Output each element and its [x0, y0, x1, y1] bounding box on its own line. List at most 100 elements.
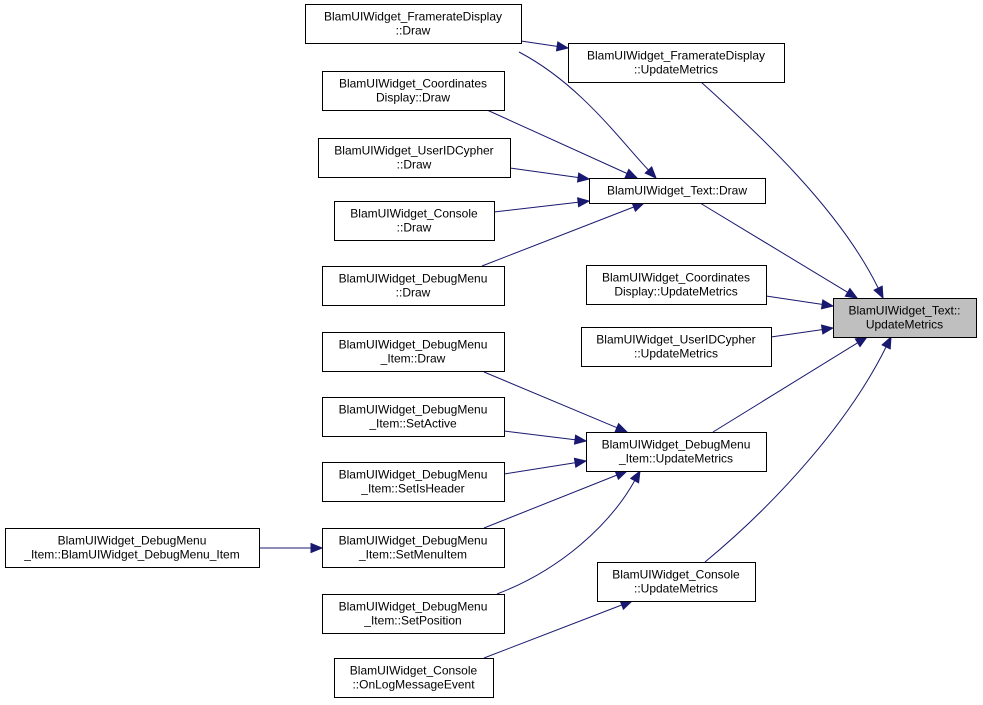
node-dmi-update[interactable]: BlamUIWidget_DebugMenu_Item::UpdateMetri…: [586, 432, 767, 472]
nodes-layer: BlamUIWidget_Text::UpdateMetricsBlamUIWi…: [5, 4, 977, 698]
arrow-head: [576, 172, 591, 183]
edge-line: [483, 474, 617, 529]
node-label-line: _Item::SetIsHeader: [360, 482, 464, 496]
node-label-line: ::UpdateMetrics: [634, 63, 718, 77]
edge-console_onlog-to-console_update: [483, 600, 634, 659]
node-label-line: Display::Draw: [376, 91, 450, 105]
node-label-line: _Item::SetPosition: [363, 614, 461, 628]
node-fr-draw[interactable]: BlamUIWidget_FramerateDisplay::Draw: [305, 4, 522, 44]
node-console-draw[interactable]: BlamUIWidget_Console::Draw: [334, 201, 495, 241]
node-label-line: BlamUIWidget_UserIDCypher: [596, 333, 755, 347]
edge-line: [712, 342, 858, 433]
node-box: [322, 266, 505, 306]
node-console-update[interactable]: BlamUIWidget_Console::UpdateMetrics: [597, 562, 756, 602]
edge-line: [765, 295, 823, 305]
node-label-line: BlamUIWidget_DebugMenu: [602, 438, 751, 452]
node-box: [334, 201, 495, 241]
node-label-line: ::Draw: [397, 221, 432, 235]
node-box: [586, 432, 767, 472]
edge-line: [483, 604, 622, 659]
node-box: [589, 178, 766, 204]
edge-uid_draw-to-text_draw: [509, 167, 591, 183]
node-console-onlog[interactable]: BlamUIWidget_Console::OnLogMessageEvent: [334, 658, 494, 698]
node-label-line: BlamUIWidget_Text::: [848, 304, 960, 318]
node-label-line: ::Draw: [396, 286, 431, 300]
arrow-head: [873, 285, 884, 300]
node-box: [568, 43, 785, 83]
node-dmi-ctor[interactable]: BlamUIWidget_DebugMenu_Item::BlamUIWidge…: [5, 528, 260, 568]
arrow-head: [573, 457, 588, 469]
node-box: [322, 397, 505, 437]
node-label-line: BlamUIWidget_DebugMenu: [339, 600, 488, 614]
edge-dmi_ctor-to-dmi_setmenuitem: [259, 542, 324, 554]
edge-line: [770, 329, 823, 338]
arrow-head: [844, 287, 859, 299]
node-label-line: Display::UpdateMetrics: [614, 285, 737, 299]
edge-text_draw-to-text_update: [699, 202, 859, 299]
node-box: [597, 562, 756, 602]
edge-line: [503, 462, 576, 475]
node-dm-draw[interactable]: BlamUIWidget_DebugMenu::Draw: [322, 266, 505, 306]
node-label-line: BlamUIWidget_DebugMenu: [339, 468, 488, 482]
node-label-line: BlamUIWidget_DebugMenu: [58, 534, 207, 548]
node-box: [322, 594, 505, 634]
arrow-head: [555, 41, 570, 52]
edge-line: [520, 40, 558, 47]
node-label-line: BlamUIWidget_DebugMenu: [339, 272, 488, 286]
node-box: [586, 265, 767, 305]
node-label-line: BlamUIWidget_FramerateDisplay: [587, 49, 765, 63]
node-box: [322, 528, 505, 568]
arrow-head: [854, 336, 869, 348]
node-dmi-setactive[interactable]: BlamUIWidget_DebugMenu_Item::SetActive: [322, 397, 505, 437]
arrow-head: [644, 166, 657, 179]
edge-fr_draw-to-fr_update: [520, 40, 570, 52]
node-box: [5, 528, 260, 568]
node-text-update[interactable]: BlamUIWidget_Text::UpdateMetrics: [833, 298, 977, 338]
node-text-draw[interactable]: BlamUIWidget_Text::Draw: [589, 178, 766, 204]
edge-line: [493, 201, 579, 213]
node-box: [581, 327, 772, 367]
node-box: [322, 332, 505, 372]
edge-console_draw-to-text_draw: [493, 197, 591, 213]
node-label-line: BlamUIWidget_DebugMenu: [339, 338, 488, 352]
edge-dmi_draw-to-dmi_update: [483, 371, 629, 433]
node-label-line: _Item::BlamUIWidget_DebugMenu_Item: [23, 548, 239, 562]
node-label-line: _Item::SetActive: [368, 417, 457, 431]
node-box: [305, 4, 522, 44]
node-uid-update[interactable]: BlamUIWidget_UserIDCypher::UpdateMetrics: [581, 327, 772, 367]
arrow-head: [614, 470, 629, 481]
node-label-line: ::OnLogMessageEvent: [352, 678, 475, 692]
arrow-head: [577, 197, 591, 208]
node-label-line: ::UpdateMetrics: [634, 347, 718, 361]
node-dmi-setisheader[interactable]: BlamUIWidget_DebugMenu_Item::SetIsHeader: [322, 462, 505, 502]
arrow-head: [573, 434, 588, 445]
node-label-line: BlamUIWidget_Coordinates: [602, 271, 750, 285]
edge-fr_draw-to-text_draw: [518, 51, 657, 179]
edge-line: [509, 167, 579, 178]
node-label-line: BlamUIWidget_DebugMenu: [339, 534, 488, 548]
node-fr-update[interactable]: BlamUIWidget_FramerateDisplay::UpdateMet…: [568, 43, 785, 83]
arrow-head: [310, 542, 324, 554]
edge-dmi_setactive-to-dmi_update: [503, 430, 588, 445]
node-uid-draw[interactable]: BlamUIWidget_UserIDCypher::Draw: [318, 138, 511, 178]
node-label-line: BlamUIWidget_Console: [612, 568, 740, 582]
edge-line: [483, 371, 618, 429]
arrow-head: [881, 335, 892, 350]
node-coord-update[interactable]: BlamUIWidget_CoordinatesDisplay::UpdateM…: [586, 265, 767, 305]
node-label-line: _Item::UpdateMetrics: [618, 452, 733, 466]
node-label-line: BlamUIWidget_DebugMenu: [339, 403, 488, 417]
arrow-head: [624, 168, 639, 179]
node-label-line: UpdateMetrics: [866, 318, 943, 332]
node-dmi-setposition[interactable]: BlamUIWidget_DebugMenu_Item::SetPosition: [322, 594, 505, 634]
arrow-head: [820, 299, 835, 310]
edge-line: [486, 109, 628, 174]
edge-line: [704, 346, 887, 563]
node-dmi-setmenuitem[interactable]: BlamUIWidget_DebugMenu_Item::SetMenuItem: [322, 528, 505, 568]
node-label-line: BlamUIWidget_Console: [350, 207, 478, 221]
node-label-line: BlamUIWidget_Console: [350, 664, 478, 678]
edge-dmi_setisheader-to-dmi_update: [503, 457, 588, 475]
node-box: [833, 298, 977, 338]
node-dmi-draw[interactable]: BlamUIWidget_DebugMenu_Item::Draw: [322, 332, 505, 372]
